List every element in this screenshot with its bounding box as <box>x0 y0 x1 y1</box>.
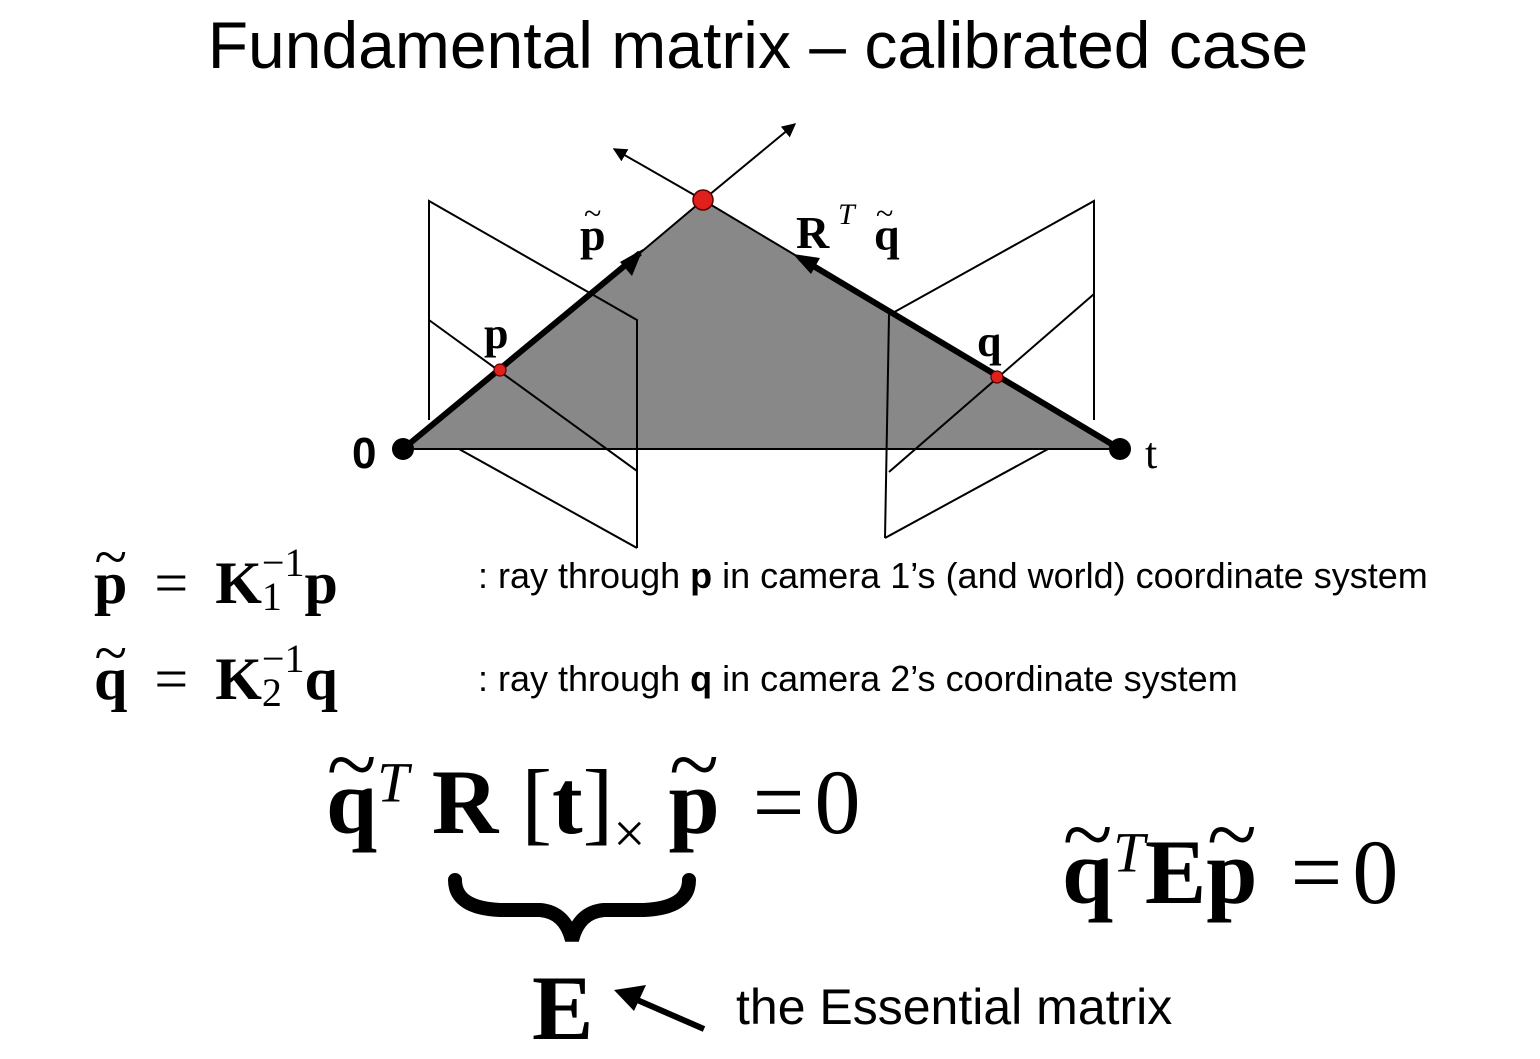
essential-matrix-caption: the Essential matrix <box>736 979 1173 1035</box>
eq2-desc-pre: : ray through <box>478 658 691 699</box>
ess-E: E <box>1144 821 1207 923</box>
eq1-sup: −1 <box>261 540 305 586</box>
eq1-desc-post: in camera 1’s (and world) coordinate sys… <box>712 555 1428 596</box>
tilde-mark: ~ <box>94 524 127 590</box>
rtq-label-T: T <box>838 198 857 231</box>
extension-arrow-right <box>702 123 797 201</box>
eq2-lhs: ~q <box>94 620 128 714</box>
main-q: q <box>326 751 378 853</box>
epipolar-constraint-equation: ~qT R [t]× ~p =0 <box>326 714 861 862</box>
ray-p-arrowhead <box>620 249 643 276</box>
eq1-desc-pre: : ray through <box>478 555 691 596</box>
tilde-mark: ~ <box>1062 783 1113 885</box>
eq2-sup: −1 <box>261 636 305 682</box>
eq1-lhs: ~p <box>94 524 128 618</box>
ess-q: q <box>1062 821 1114 923</box>
ray-p-continued <box>639 199 704 254</box>
ess-T: T <box>1113 821 1145 885</box>
ray-p-tilde <box>401 250 642 452</box>
p-tilde-label-tilde: ~ <box>584 195 601 231</box>
q-label: q <box>977 317 1002 366</box>
eq2-K: K <box>215 646 262 712</box>
tilde-mark: ~ <box>94 620 127 686</box>
eq2-rhs: q <box>304 646 338 712</box>
underbrace <box>448 873 696 943</box>
p-label: p <box>484 309 508 358</box>
ess-zero: 0 <box>1352 821 1399 923</box>
rtq-label-R: R <box>796 207 830 258</box>
equation-q-tilde-description: : ray through q in camera 2’s coordinate… <box>478 658 1238 700</box>
camera-center-1 <box>392 438 414 460</box>
main-T: T <box>377 751 409 815</box>
essential-pointer-arrow <box>626 993 706 1032</box>
main-close-bracket: ] <box>582 751 614 853</box>
eq1-equals: = <box>154 550 189 616</box>
eq1-rhs: p <box>304 550 338 616</box>
equation-p-tilde-description: : ray through p in camera 1’s (and world… <box>478 555 1428 597</box>
eq2-desc-bold: q <box>690 658 713 699</box>
main-open-bracket: [ <box>521 751 552 853</box>
slide-title: Fundamental matrix – calibrated case <box>207 8 1309 82</box>
essential-pointer-arrowhead <box>614 985 646 1011</box>
ess-p-tilde: ~p <box>1206 784 1258 923</box>
brace-E: E <box>532 957 594 1059</box>
eq1-desc-bold: p <box>690 555 713 596</box>
t-label: t <box>1145 429 1157 478</box>
scene-point <box>692 189 714 211</box>
main-zero: 0 <box>814 751 861 853</box>
epipolar-plane <box>403 200 1120 449</box>
ray-rtq-continued <box>702 199 801 259</box>
origin-label: 0 <box>352 429 376 478</box>
tilde-mark: ~ <box>1206 783 1257 885</box>
rtq-label-tilde: ~ <box>876 195 893 231</box>
ray-rtq <box>798 255 1122 452</box>
p-tilde-label: p <box>580 209 606 260</box>
main-p: p <box>668 751 720 853</box>
camera-center-2 <box>1109 438 1131 460</box>
main-t: t <box>551 751 583 853</box>
eq1-K: K <box>215 550 262 616</box>
camera-2-image-plane <box>884 199 1095 539</box>
ray-rtq-arrowhead <box>793 254 820 274</box>
brace-label-E: E <box>532 962 593 1054</box>
main-cross: × <box>613 802 646 866</box>
main-R: R <box>431 751 499 853</box>
image-point-q <box>990 370 1004 384</box>
essential-matrix-equation: ~qTE~p =0 <box>1062 784 1399 923</box>
eq1-lhs-symbol: p <box>94 550 128 616</box>
rtq-label-q: q <box>874 209 900 260</box>
eq1-sub: 1 <box>261 574 282 620</box>
extension-arrow-left <box>612 148 704 201</box>
ess-p: p <box>1206 821 1258 923</box>
ess-equals: = <box>1290 821 1343 923</box>
tilde-mark: ~ <box>326 713 377 815</box>
eq2-desc-post: in camera 2’s coordinate system <box>712 658 1238 699</box>
ess-q-tilde: ~q <box>1062 784 1114 923</box>
camera-1-image-plane <box>428 199 638 549</box>
tilde-mark: ~ <box>669 713 719 815</box>
eq2-sub: 2 <box>261 670 282 716</box>
main-p-tilde: ~p <box>668 714 720 853</box>
eq2-equals: = <box>154 646 189 712</box>
main-equals: = <box>752 751 805 853</box>
image-point-p <box>493 363 507 377</box>
eq2-lhs-symbol: q <box>94 646 128 712</box>
main-q-tilde: ~q <box>326 714 378 853</box>
